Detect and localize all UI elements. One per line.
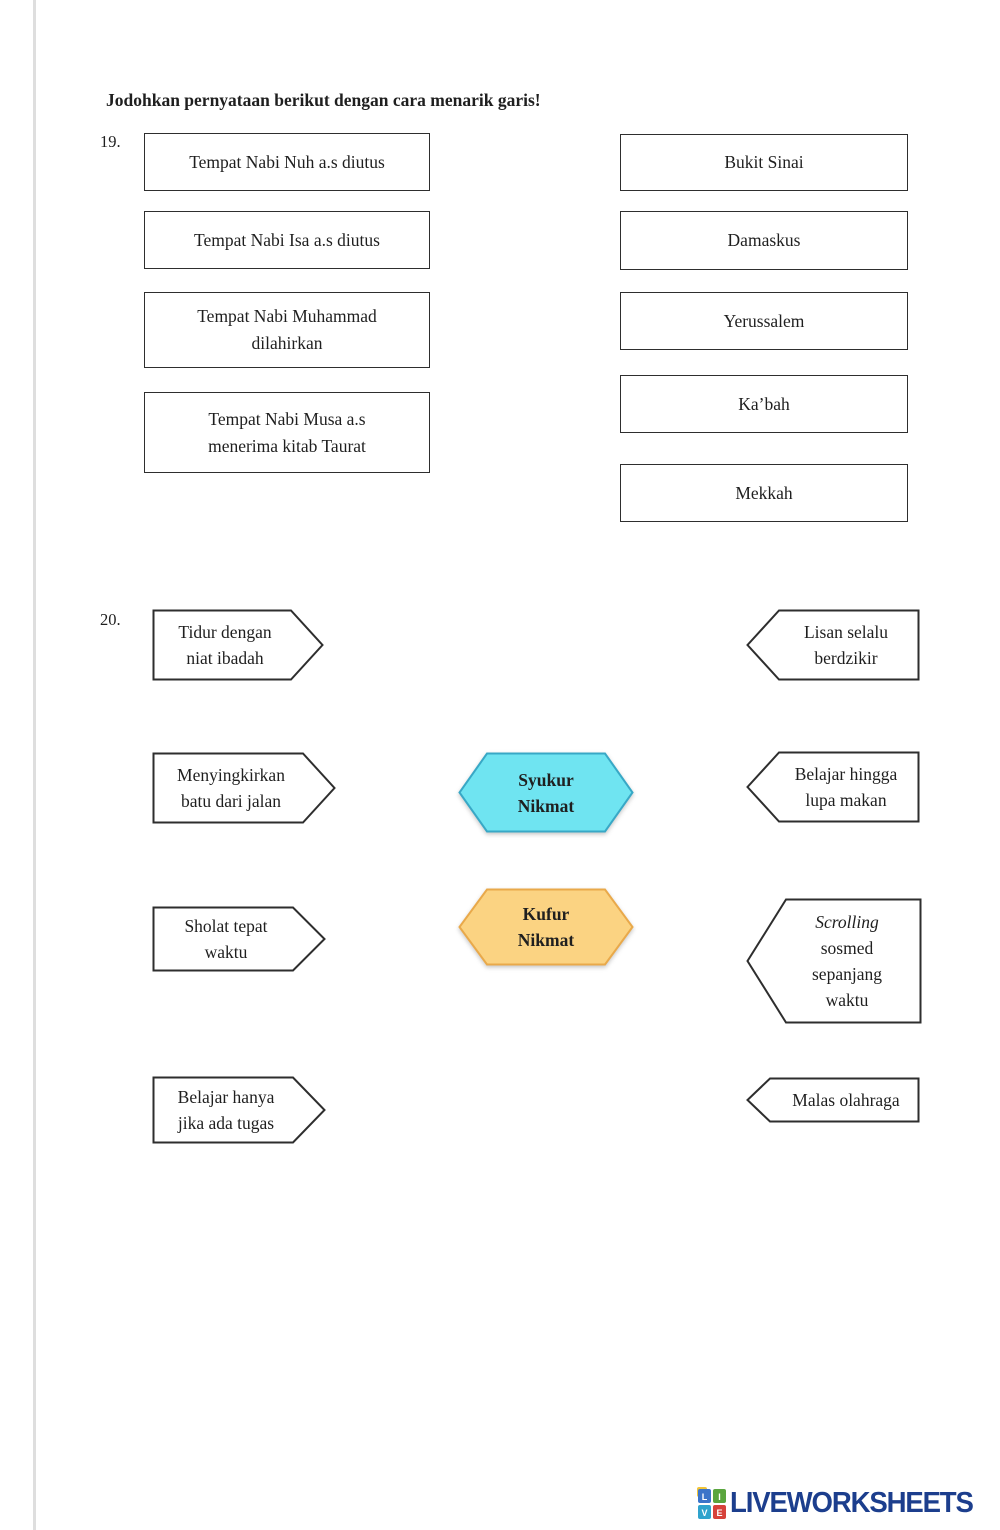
liveworksheets-logo[interactable]: L I V E LIVEWORKSHEETS bbox=[697, 1487, 986, 1520]
q19-target-box-2[interactable]: Damaskus bbox=[620, 211, 908, 270]
logo-tile-v bbox=[698, 1505, 711, 1519]
q20-right-arrow-2[interactable]: Belajar hingga lupa makan bbox=[746, 751, 920, 823]
right-arrow-shape bbox=[152, 1076, 326, 1144]
q20-left-arrow-3[interactable]: Sholat tepat waktu bbox=[152, 906, 326, 972]
hexagon-polygon bbox=[458, 888, 634, 966]
page-title: Jodohkan pernyataan berikut dengan cara … bbox=[106, 90, 541, 110]
question-19-number: 19. bbox=[100, 132, 121, 151]
q19-target-label-4: Ka’bah bbox=[738, 393, 790, 414]
q20-left-label-4: Belajar hanya jika ada tugas bbox=[177, 1087, 275, 1133]
q19-source-label-1: Tempat Nabi Nuh a.s diutus bbox=[189, 151, 385, 172]
q19-target-label-2: Damaskus bbox=[727, 230, 801, 250]
q19-target-box-1[interactable]: Bukit Sinai bbox=[620, 134, 908, 191]
hexagon-polygon bbox=[458, 752, 634, 833]
hexagon-shape bbox=[458, 752, 634, 833]
left-arrow-shape bbox=[746, 898, 922, 1024]
logo-tile-i bbox=[713, 1489, 726, 1503]
q20-right-arrow-3[interactable]: Scrolling sosmed sepanjang waktu bbox=[746, 898, 922, 1024]
q20-right-arrow-1[interactable]: Lisan selalu berdzikir bbox=[746, 609, 920, 681]
q20-left-arrow-4[interactable]: Belajar hanya jika ada tugas bbox=[152, 1076, 326, 1144]
q20-hexagon-label-syukur: Syukur Nikmat bbox=[517, 769, 575, 816]
liveworksheets-wordmark: LIVEWORKSHEETS bbox=[730, 1487, 974, 1519]
q19-target-box-5[interactable]: Mekkah bbox=[620, 464, 908, 522]
q20-right-label-2: Belajar hingga lupa makan bbox=[794, 764, 898, 810]
question-20-number: 20. bbox=[100, 610, 121, 629]
q20-right-label-4: Malas olahraga bbox=[792, 1090, 900, 1110]
q20-left-arrow-1[interactable]: Tidur dengan niat ibadah bbox=[152, 609, 324, 681]
q20-right-label-3-italic: Scrolling bbox=[815, 912, 879, 932]
q20-hexagon-kufur[interactable]: Kufur Nikmat bbox=[458, 888, 634, 966]
left-arrow-shape bbox=[746, 1077, 920, 1123]
q19-source-box-3[interactable]: Tempat Nabi Muhammad dilahirkan bbox=[144, 292, 430, 368]
q20-right-arrow-4[interactable]: Malas olahraga bbox=[746, 1077, 920, 1123]
q19-source-box-1[interactable]: Tempat Nabi Nuh a.s diutus bbox=[144, 133, 430, 191]
q19-target-label-1: Bukit Sinai bbox=[724, 152, 804, 172]
logo-tile-l bbox=[698, 1489, 711, 1503]
logo-letter-i: I bbox=[718, 1492, 721, 1502]
logo-letter-l: L bbox=[702, 1492, 708, 1502]
q19-source-label-4: Tempat Nabi Musa a.s menerima kitab Taur… bbox=[208, 408, 366, 456]
q19-target-box-4[interactable]: Ka’bah bbox=[620, 375, 908, 433]
right-arrow-shape bbox=[152, 752, 336, 824]
q20-left-label-1: Tidur dengan niat ibadah bbox=[178, 622, 272, 668]
logo-letter-v: V bbox=[701, 1508, 707, 1518]
left-arrow-shape bbox=[746, 751, 920, 823]
q20-right-label-3: Scrolling sosmed sepanjang waktu bbox=[774, 909, 894, 1013]
logo-tile-e bbox=[713, 1505, 726, 1519]
q20-left-label-2: Menyingkirkan batu dari jalan bbox=[177, 765, 285, 811]
q19-source-label-2: Tempat Nabi Isa a.s diutus bbox=[194, 229, 380, 250]
q19-source-label-3: Tempat Nabi Muhammad dilahirkan bbox=[197, 306, 377, 353]
q19-source-box-4[interactable]: Tempat Nabi Musa a.s menerima kitab Taur… bbox=[144, 392, 430, 473]
q20-left-label-3: Sholat tepat waktu bbox=[184, 916, 268, 962]
q19-target-label-5: Mekkah bbox=[735, 482, 793, 503]
q20-right-label-1: Lisan selalu berdzikir bbox=[803, 622, 889, 668]
left-arrow-shape bbox=[746, 609, 920, 681]
hexagon-shape bbox=[458, 888, 634, 966]
q19-source-box-2[interactable]: Tempat Nabi Isa a.s diutus bbox=[144, 211, 430, 269]
right-arrow-shape bbox=[152, 906, 326, 972]
right-arrow-shape bbox=[152, 609, 324, 681]
q20-hexagon-syukur[interactable]: Syukur Nikmat bbox=[458, 752, 634, 833]
q19-target-box-3[interactable]: Yerussalem bbox=[620, 292, 908, 350]
page-left-edge-line bbox=[33, 0, 36, 1530]
q20-hexagon-label-kufur: Kufur Nikmat bbox=[517, 904, 575, 950]
q20-left-arrow-2[interactable]: Menyingkirkan batu dari jalan bbox=[152, 752, 336, 824]
q19-target-label-3: Yerussalem bbox=[723, 310, 805, 331]
liveworksheets-logo-icon: L I V E bbox=[697, 1487, 726, 1519]
q20-right-label-3-rest: sosmed sepanjang waktu bbox=[812, 938, 882, 1010]
logo-letter-e: E bbox=[716, 1508, 722, 1518]
